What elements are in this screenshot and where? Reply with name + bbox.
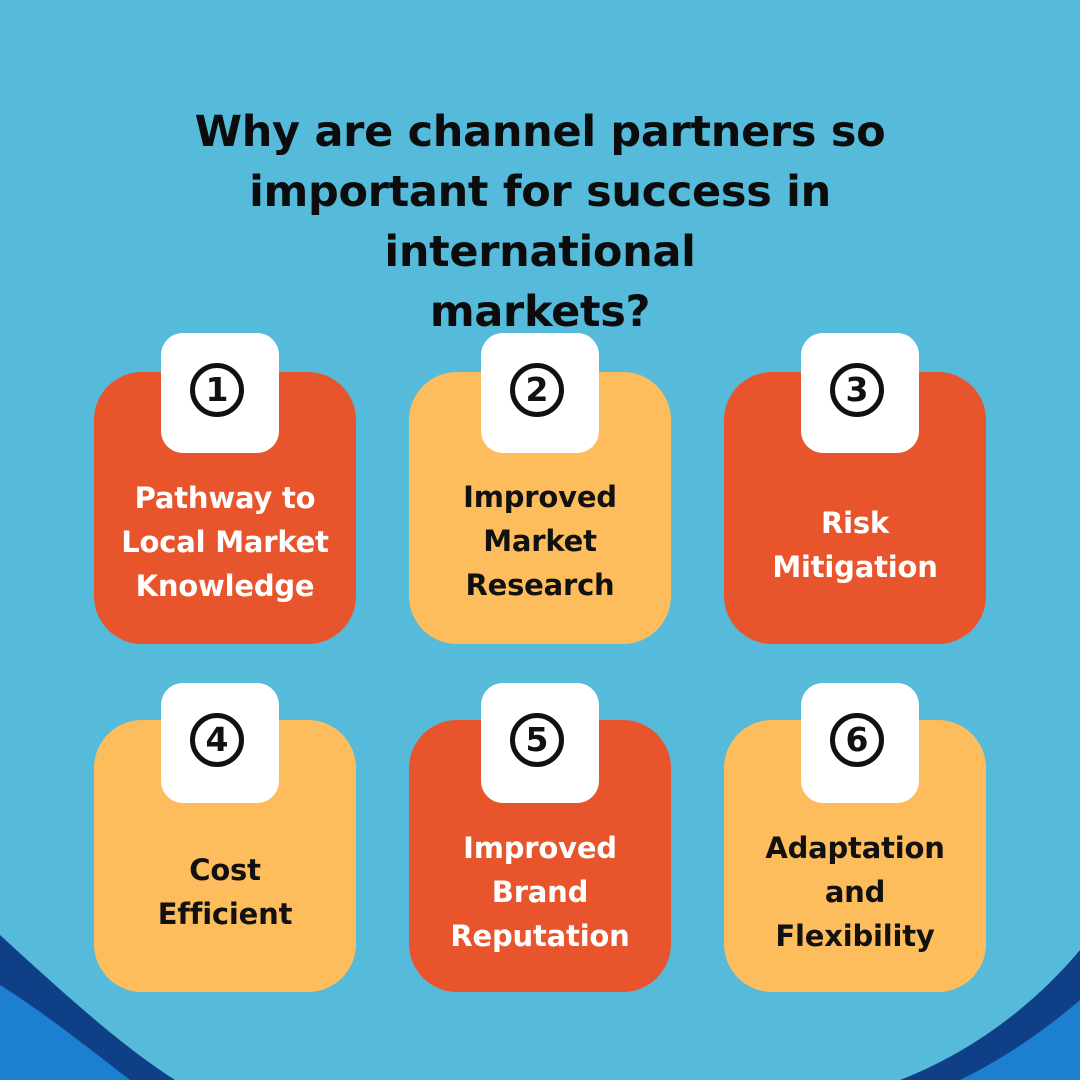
- number-circle: 3: [830, 363, 884, 417]
- page-title: Why are channel partners so important fo…: [100, 102, 980, 342]
- card-label: Improved Market Research: [463, 480, 617, 602]
- number-circle: 1: [190, 363, 244, 417]
- number-circle: 4: [190, 713, 244, 767]
- card-label: Pathway to Local Market Knowledge: [121, 481, 329, 603]
- card-label: Risk Mitigation: [772, 506, 938, 584]
- number-badge-4: 4: [161, 683, 279, 803]
- title-line: markets?: [429, 287, 651, 337]
- card-label: Improved Brand Reputation: [450, 831, 630, 953]
- number-badge-1: 1: [161, 333, 279, 453]
- number-badge-5: 5: [481, 683, 599, 803]
- number-circle: 5: [510, 713, 564, 767]
- number-badge-2: 2: [481, 333, 599, 453]
- right-wave-light: [940, 985, 1080, 1080]
- left-wave-light: [0, 955, 150, 1080]
- card-local-market-knowledge: Pathway to Local Market Knowledge: [94, 372, 356, 644]
- number-badge-6: 6: [801, 683, 919, 803]
- left-wave-dark: [0, 935, 175, 1080]
- title-line: important for success in international: [249, 167, 831, 277]
- number-circle: 2: [510, 363, 564, 417]
- number-badge-3: 3: [801, 333, 919, 453]
- number-circle: 6: [830, 713, 884, 767]
- card-label: Adaptation and Flexibility: [765, 831, 945, 953]
- card-label: Cost Efficient: [157, 853, 293, 931]
- right-wave-dark: [900, 950, 1080, 1080]
- card-market-research: Improved Market Research: [409, 372, 671, 644]
- title-line: Why are channel partners so: [194, 107, 886, 157]
